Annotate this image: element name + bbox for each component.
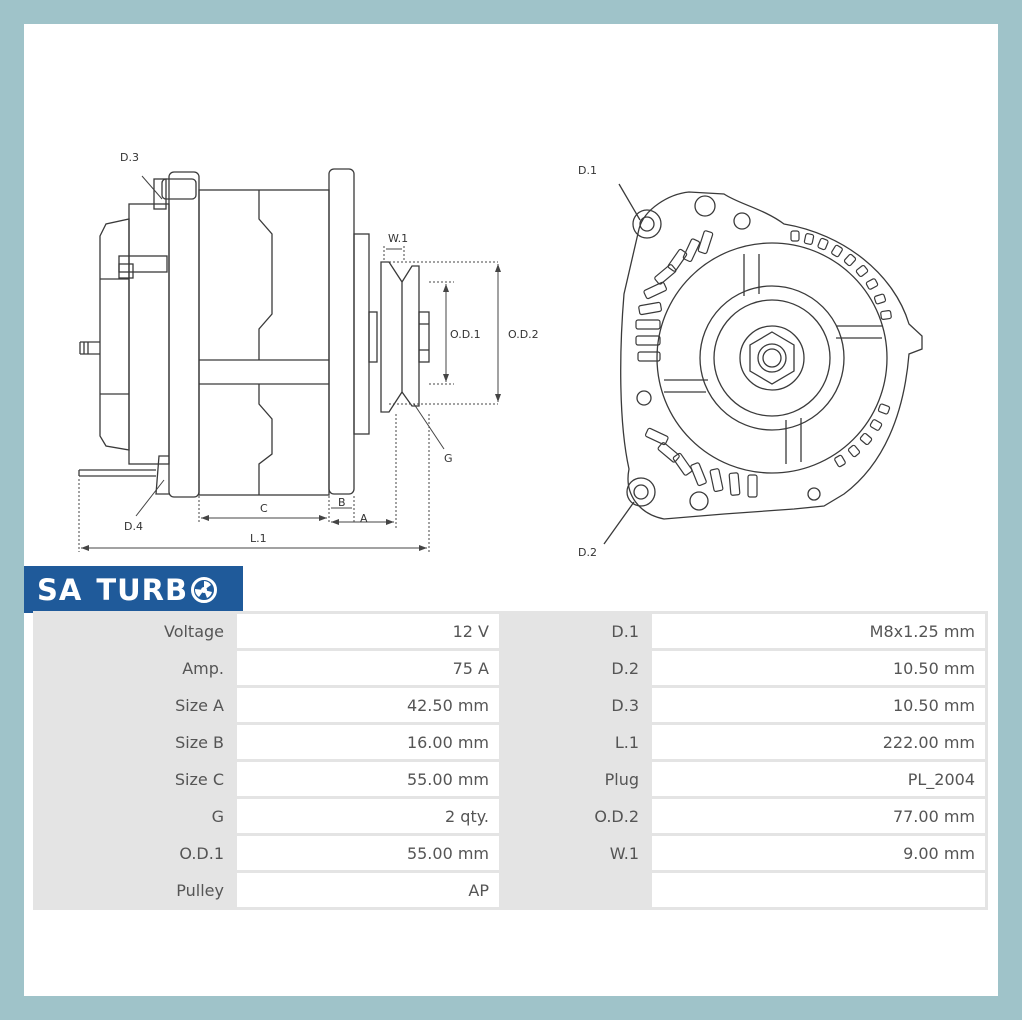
spec-key: Voltage [36, 614, 234, 648]
spec-value: AP [237, 873, 499, 907]
spec-value: 12 V [237, 614, 499, 648]
dimension-arrows [81, 175, 499, 549]
label-b: B [338, 496, 346, 509]
turbo-fan-icon [191, 576, 218, 603]
spec-key: D.1 [502, 614, 649, 648]
product-panel: D.3 D.4 W.1 O.D.1 O.D.2 G C B A L.1 D.1 … [24, 24, 998, 996]
table-row: Amp. 75 A D.2 10.50 mm [36, 651, 985, 685]
spec-key: D.2 [502, 651, 649, 685]
spec-key: Size B [36, 725, 234, 759]
label-d4: D.4 [124, 520, 143, 533]
label-w1: W.1 [388, 232, 408, 245]
brand-text-sa: SA [37, 572, 83, 607]
spec-value: 222.00 mm [652, 725, 985, 759]
spec-key: Pulley [36, 873, 234, 907]
table-row: G 2 qty. O.D.2 77.00 mm [36, 799, 985, 833]
dimension-lines [78, 246, 498, 552]
spec-value: 9.00 mm [652, 836, 985, 870]
spec-key: Size C [36, 762, 234, 796]
spec-key: Size A [36, 688, 234, 722]
spec-value [652, 873, 985, 907]
spec-value: 75 A [237, 651, 499, 685]
spec-key: G [36, 799, 234, 833]
side-view [78, 168, 430, 498]
table-row: O.D.1 55.00 mm W.1 9.00 mm [36, 836, 985, 870]
spec-key: W.1 [502, 836, 649, 870]
spec-key: L.1 [502, 725, 649, 759]
spec-key: Amp. [36, 651, 234, 685]
spec-value: 42.50 mm [237, 688, 499, 722]
spec-value: 16.00 mm [237, 725, 499, 759]
alternator-technical-drawing: D.3 D.4 W.1 O.D.1 O.D.2 G C B A L.1 D.1 … [78, 151, 923, 559]
spec-key [502, 873, 649, 907]
label-d1: D.1 [578, 164, 597, 177]
spec-key: Plug [502, 762, 649, 796]
label-c: C [260, 502, 268, 515]
spec-value: 10.50 mm [652, 688, 985, 722]
spec-value: PL_2004 [652, 762, 985, 796]
diagram-labels: D.3 D.4 W.1 O.D.1 O.D.2 G C B A L.1 D.1 … [120, 151, 597, 559]
table-row: Size A 42.50 mm D.3 10.50 mm [36, 688, 985, 722]
spec-value: 55.00 mm [237, 836, 499, 870]
label-l1: L.1 [250, 532, 267, 545]
front-view [603, 183, 923, 545]
label-g: G [444, 452, 453, 465]
specs-table: Voltage 12 V D.1 M8x1.25 mm Amp. 75 A D.… [33, 611, 988, 910]
table-row: Voltage 12 V D.1 M8x1.25 mm [36, 614, 985, 648]
arrowheads [81, 264, 501, 551]
table-row: Size C 55.00 mm Plug PL_2004 [36, 762, 985, 796]
spec-value: 55.00 mm [237, 762, 499, 796]
label-d3: D.3 [120, 151, 139, 164]
spec-value: M8x1.25 mm [652, 614, 985, 648]
spec-value: 2 qty. [237, 799, 499, 833]
label-od2: O.D.2 [508, 328, 539, 341]
spec-value: 77.00 mm [652, 799, 985, 833]
cooling-fins [635, 230, 892, 498]
brand-text-turb: TURB [96, 572, 189, 607]
spec-key: O.D.1 [36, 836, 234, 870]
table-row: Pulley AP [36, 873, 985, 907]
brand-logo: SA TURB [24, 566, 243, 613]
table-row: Size B 16.00 mm L.1 222.00 mm [36, 725, 985, 759]
label-a: A [360, 512, 368, 525]
spec-value: 10.50 mm [652, 651, 985, 685]
label-od1: O.D.1 [450, 328, 481, 341]
spec-key: O.D.2 [502, 799, 649, 833]
label-d2: D.2 [578, 546, 597, 559]
spec-key: D.3 [502, 688, 649, 722]
